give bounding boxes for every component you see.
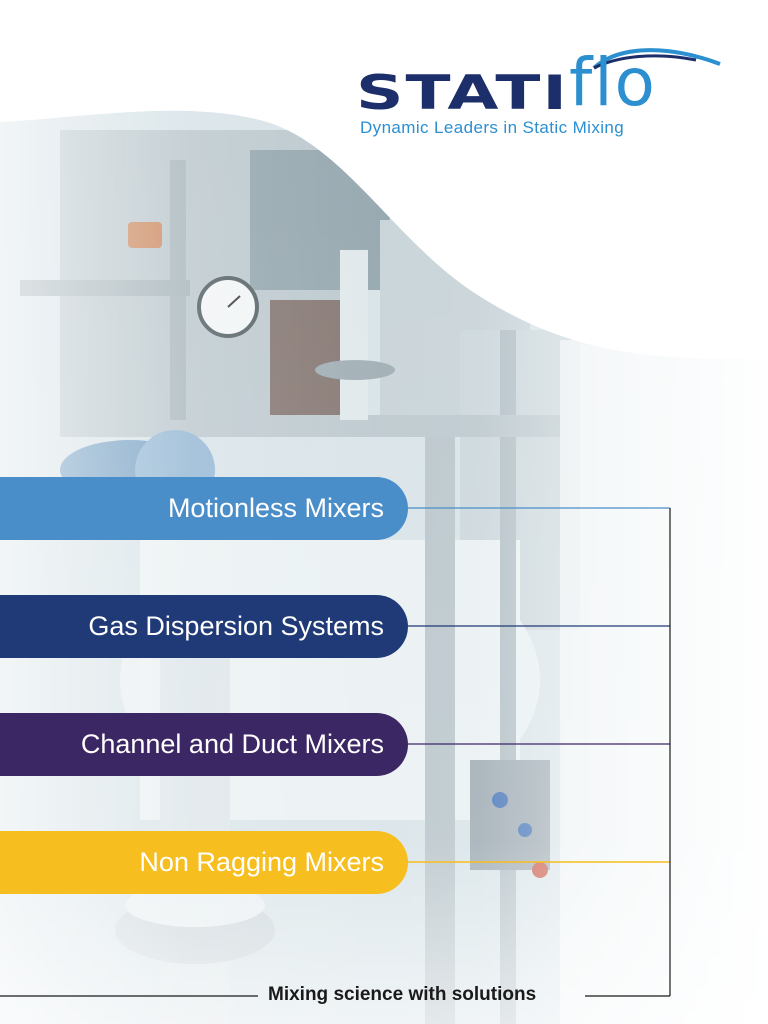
- product-pill-channel-duct-mixers: Channel and Duct Mixers: [0, 713, 408, 776]
- statiflo-logo: STATIflo Dynamic Leaders in Static Mixin…: [356, 46, 728, 142]
- logo-tagline: Dynamic Leaders in Static Mixing: [360, 118, 625, 137]
- footer-slogan: Mixing science with solutions: [268, 984, 537, 1005]
- product-pill-gas-dispersion-systems: Gas Dispersion Systems: [0, 595, 408, 658]
- product-pill-motionless-mixers: Motionless Mixers: [0, 477, 408, 540]
- logo-wordmark-bold: STATI: [356, 65, 569, 121]
- product-label: Non Ragging Mixers: [139, 847, 384, 877]
- logo-wordmark-graphic: [592, 48, 721, 70]
- logo-wordmark: STATIflo: [356, 46, 657, 120]
- product-label: Motionless Mixers: [167, 493, 384, 523]
- logo-wordmark-light: flo: [568, 44, 657, 121]
- product-pill-non-ragging-mixers: Non Ragging Mixers: [0, 831, 408, 894]
- product-label: Gas Dispersion Systems: [88, 611, 384, 641]
- product-label: Channel and Duct Mixers: [80, 729, 384, 759]
